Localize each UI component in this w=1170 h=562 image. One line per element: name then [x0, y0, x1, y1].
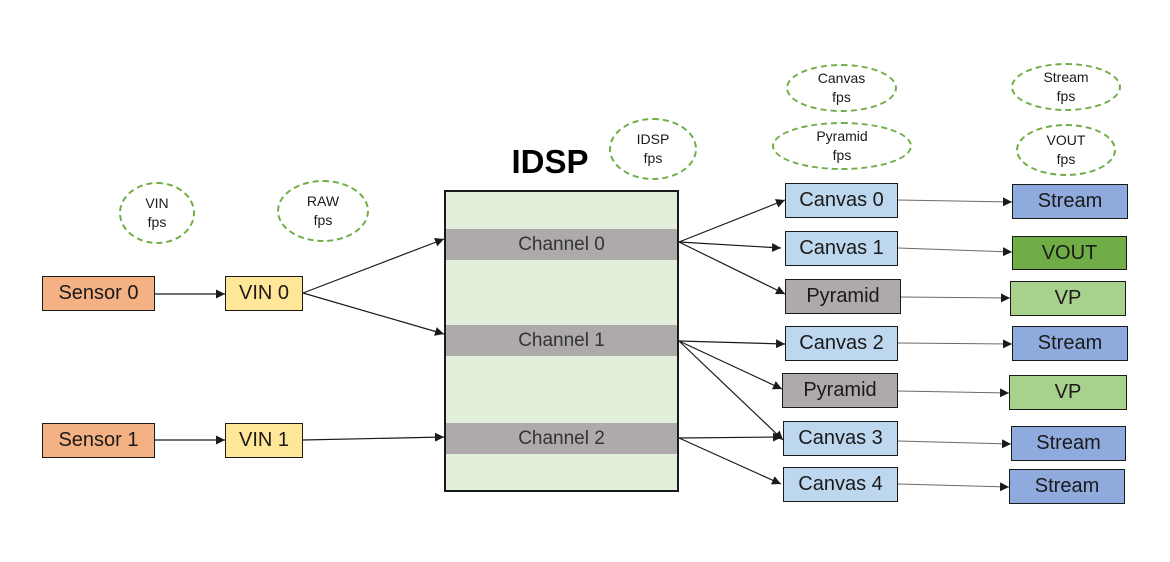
- channel-2: Channel 2: [446, 423, 677, 454]
- arrow-vin0-channel0: [302, 238, 445, 294]
- arrow-canvas2-stream: [897, 339, 1013, 349]
- vp-box-2: VP: [1009, 375, 1127, 410]
- pyramid-box-2: Pyramid: [782, 373, 898, 408]
- arrow-channel2-canvas4: [678, 437, 782, 485]
- channel-1: Channel 1: [446, 325, 677, 356]
- canvas-2-box: Canvas 2: [785, 326, 898, 361]
- arrow-channel0-pyramid: [678, 241, 786, 295]
- raw-fps-bubble-line1: RAW: [306, 193, 340, 209]
- idsp-fps-bubble-line2: fps: [643, 150, 663, 166]
- arrow-pyramid-vp-1: [900, 293, 1011, 303]
- arrow-channel2-canvas3: [678, 432, 783, 442]
- canvas-fps-bubble-line1: Canvas: [817, 70, 866, 86]
- canvas-fps-bubble-line2: fps: [832, 89, 851, 105]
- idsp-fps-bubble-line1: IDSP: [636, 131, 670, 147]
- arrow-channel1-canvas2: [678, 339, 786, 349]
- stream-fps-bubble: Stream fps: [1011, 63, 1121, 111]
- arrow-canvas1-vout: [897, 247, 1013, 257]
- idsp-title: IDSP: [511, 143, 589, 180]
- vout-fps-bubble: VOUT fps: [1016, 124, 1116, 176]
- arrow-channel0-canvas1: [678, 241, 782, 252]
- stream-fps-bubble-line1: Stream: [1043, 69, 1089, 85]
- vout-fps-bubble-line2: fps: [1056, 151, 1076, 167]
- sensor-1-box: Sensor 1: [42, 423, 155, 458]
- arrow-vin1-channel2: [302, 432, 445, 442]
- stream-box-4: Stream: [1009, 469, 1125, 504]
- canvas-0-box: Canvas 0: [785, 183, 898, 218]
- stream-box-3: Stream: [1011, 426, 1126, 461]
- pyramid-fps-bubble-line2: fps: [832, 147, 852, 163]
- vin-0-box: VIN 0: [225, 276, 303, 311]
- pyramid-fps-bubble-line1: Pyramid: [816, 128, 868, 144]
- arrow-channel0-canvas0: [678, 199, 786, 243]
- stream-fps-bubble-line2: fps: [1056, 88, 1076, 104]
- arrow-canvas0-stream: [897, 197, 1013, 207]
- pyramid-box-1: Pyramid: [785, 279, 901, 314]
- arrow-pyramid-vp-2: [897, 388, 1010, 398]
- stream-box-1: Stream: [1012, 184, 1128, 219]
- raw-fps-bubble-line2: fps: [313, 212, 333, 228]
- vin-1-box: VIN 1: [225, 423, 303, 458]
- raw-fps-bubble: RAW fps: [277, 180, 369, 242]
- canvas-3-box: Canvas 3: [783, 421, 898, 456]
- vp-box-1: VP: [1010, 281, 1126, 316]
- arrow-channel1-canvas3: [678, 340, 784, 441]
- channel-0: Channel 0: [446, 229, 677, 260]
- canvas-1-box: Canvas 1: [785, 231, 898, 266]
- vout-fps-bubble-line1: VOUT: [1046, 132, 1086, 148]
- vin-fps-bubble-line2: fps: [147, 214, 167, 230]
- arrow-channel1-pyramid: [678, 340, 783, 390]
- idsp-fps-bubble: IDSP fps: [609, 118, 697, 180]
- canvas-4-box: Canvas 4: [783, 467, 898, 502]
- vin-fps-bubble: VIN fps: [119, 182, 195, 244]
- vin-fps-bubble-line1: VIN: [145, 195, 169, 211]
- canvas-fps-bubble: Canvas fps: [786, 64, 897, 112]
- arrow-vin0-channel1: [302, 292, 445, 336]
- arrow-canvas3-stream: [897, 439, 1012, 449]
- sensor-0-box: Sensor 0: [42, 276, 155, 311]
- pyramid-fps-bubble: Pyramid fps: [772, 122, 912, 170]
- stream-box-2: Stream: [1012, 326, 1128, 361]
- vout-box: VOUT: [1012, 236, 1127, 270]
- arrow-canvas4-stream: [897, 482, 1010, 492]
